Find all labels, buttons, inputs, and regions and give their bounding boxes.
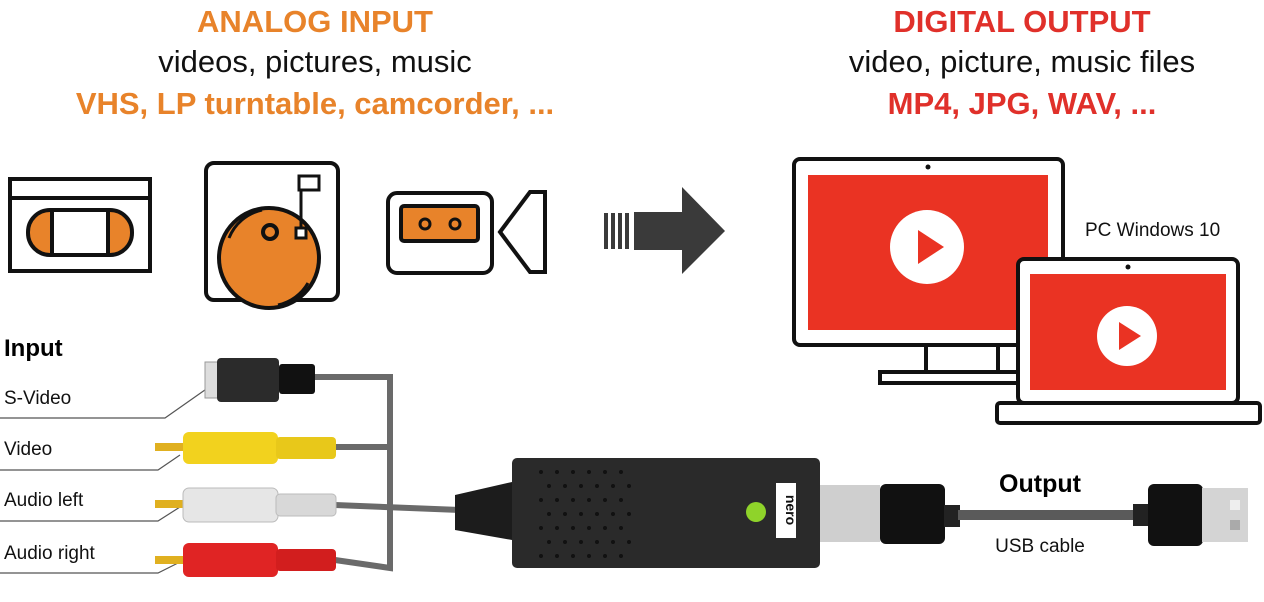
vent-hole	[571, 554, 575, 558]
digital-examples: MP4, JPG, WAV, ...	[887, 86, 1157, 121]
vent-hole	[555, 470, 559, 474]
camcorder-icon	[386, 190, 547, 275]
vent-hole	[539, 470, 543, 474]
vent-hole	[587, 470, 591, 474]
vent-hole	[603, 554, 607, 558]
vent-hole	[579, 484, 583, 488]
analog-subtitle: videos, pictures, music	[158, 44, 472, 79]
vent-hole	[595, 512, 599, 516]
usb-cable-label: USB cable	[995, 536, 1085, 557]
vent-hole	[563, 540, 567, 544]
usb-cable	[958, 510, 1138, 520]
vhs-cassette-icon	[8, 177, 152, 273]
rca-video-connector	[155, 432, 336, 464]
av-cables	[315, 374, 461, 572]
port-label-video: Video	[4, 439, 53, 460]
vent-hole	[563, 512, 567, 516]
vent-hole	[603, 498, 607, 502]
vent-hole	[619, 554, 623, 558]
vent-hole	[619, 526, 623, 530]
digital-subtitle: video, picture, music files	[848, 44, 1196, 79]
vent-hole	[563, 484, 567, 488]
pc-label: PC Windows 10	[1085, 220, 1221, 241]
vent-hole	[571, 498, 575, 502]
turntable-icon	[204, 161, 340, 310]
vent-hole	[619, 498, 623, 502]
vent-hole	[611, 540, 615, 544]
vent-hole	[539, 498, 543, 502]
vent-hole	[547, 484, 551, 488]
capture-device	[455, 458, 960, 568]
usb-plug	[1133, 484, 1248, 546]
vent-hole	[571, 470, 575, 474]
vent-hole	[555, 554, 559, 558]
laptop-play-icon	[995, 257, 1262, 425]
vent-hole	[539, 526, 543, 530]
vent-hole	[595, 484, 599, 488]
nero-logo: nero	[783, 495, 799, 525]
vent-hole	[603, 470, 607, 474]
vent-hole	[611, 484, 615, 488]
vent-hole	[595, 540, 599, 544]
vent-hole	[603, 526, 607, 530]
vent-hole	[611, 512, 615, 516]
vent-hole	[547, 540, 551, 544]
input-title: Input	[4, 335, 63, 362]
status-led	[746, 502, 766, 522]
port-label-s-video: S-Video	[4, 388, 72, 409]
output-title: Output	[999, 470, 1081, 498]
port-label-audio-right: Audio right	[4, 543, 95, 564]
rca-audio-right-connector	[155, 543, 336, 577]
vent-hole	[579, 512, 583, 516]
vent-hole	[579, 540, 583, 544]
monitor-play-icon	[792, 157, 1065, 385]
vent-hole	[619, 470, 623, 474]
vent-hole	[555, 526, 559, 530]
vent-hole	[587, 526, 591, 530]
rca-audio-left-connector	[155, 487, 337, 523]
analog-examples: VHS, LP turntable, camcorder, ...	[75, 86, 555, 121]
vent-hole	[547, 512, 551, 516]
digital-title: DIGITAL OUTPUT	[893, 4, 1151, 39]
vent-hole	[539, 554, 543, 558]
vent-hole	[587, 498, 591, 502]
vent-hole	[555, 498, 559, 502]
arrow-right-icon	[604, 187, 725, 274]
s-video-connector	[204, 358, 315, 402]
port-label-audio-left: Audio left	[4, 490, 84, 511]
vent-hole	[627, 512, 631, 516]
vent-hole	[587, 554, 591, 558]
label-leader-lines	[0, 384, 213, 574]
vent-hole	[627, 540, 631, 544]
vent-hole	[627, 484, 631, 488]
vent-hole	[571, 526, 575, 530]
analog-title: ANALOG INPUT	[197, 4, 433, 39]
